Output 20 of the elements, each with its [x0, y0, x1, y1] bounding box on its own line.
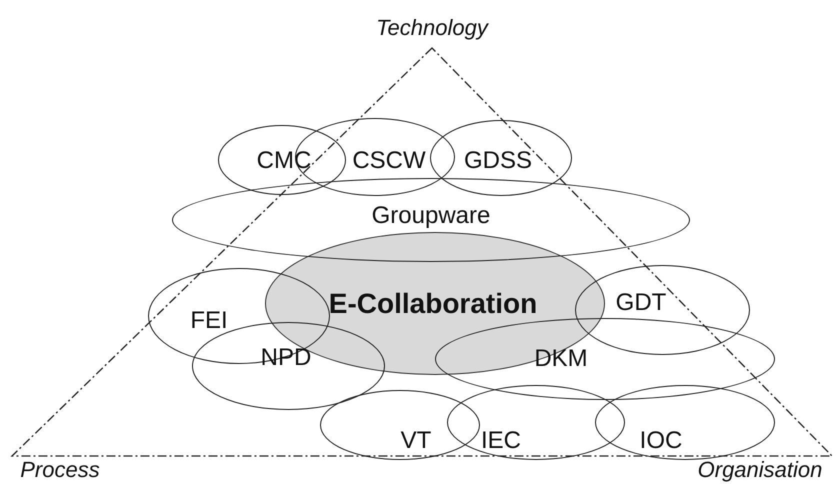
ellipse-label: DKM [534, 347, 588, 371]
ellipse-label: FEI [190, 309, 228, 333]
ellipse-label: E-Collaboration [328, 290, 538, 318]
ellipse-label: IOC [640, 429, 682, 453]
corner-label: Technology [376, 17, 488, 39]
ellipse [320, 390, 480, 460]
ellipse-label: CSCW [352, 149, 426, 173]
ellipse [435, 318, 775, 400]
ellipse-label: IEC [481, 429, 521, 453]
ellipse-label: VT [400, 429, 432, 453]
ellipse-label: GDT [616, 291, 666, 315]
ellipse [430, 120, 572, 196]
ellipse [595, 385, 775, 460]
corner-label: Organisation [698, 459, 822, 481]
ellipse-label: Groupware [372, 204, 490, 228]
ellipse [218, 125, 346, 195]
ellipse [148, 268, 330, 364]
ellipse [447, 385, 625, 460]
corner-label: Process [20, 459, 100, 481]
ellipse-label: GDSS [464, 149, 532, 173]
